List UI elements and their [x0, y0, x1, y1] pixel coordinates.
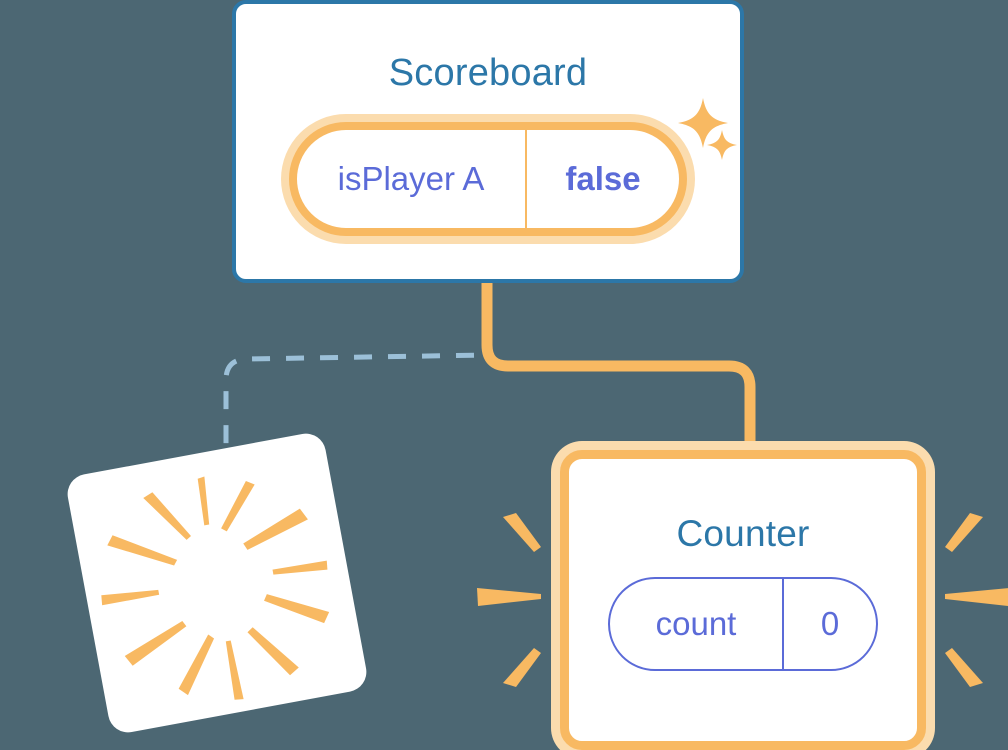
scoreboard-prop-key: isPlayer A	[337, 160, 485, 197]
burst-ray	[225, 640, 244, 700]
scoreboard-title: Scoreboard	[388, 52, 588, 94]
burst-ray	[178, 634, 215, 696]
counter-prop-row: count 0	[569, 555, 917, 671]
pill-divider	[782, 579, 784, 669]
connector-scoreboard-to-ghost-card-dashed	[223, 300, 490, 480]
burst-ray	[503, 513, 541, 552]
scoreboard-prop-pill[interactable]: isPlayer A false	[289, 122, 687, 236]
counter-prop-pill[interactable]: count 0	[608, 577, 878, 671]
counter-prop-key: count	[655, 605, 737, 642]
burst-ray	[945, 588, 1008, 606]
scoreboard-prop-value: false	[565, 160, 641, 197]
scoreboard-prop-row: isPlayer A false	[236, 95, 740, 236]
burst-ray	[272, 560, 328, 575]
burst-ray	[197, 476, 210, 526]
sparkle-large-icon	[678, 98, 728, 148]
counter-right-burst	[945, 513, 1008, 687]
burst-ray	[243, 508, 308, 550]
ghost-card[interactable]	[64, 430, 370, 736]
connector-scoreboard-to-counter-solid	[481, 283, 756, 462]
burst-ray	[221, 481, 255, 532]
burst-ray	[945, 648, 983, 687]
burst-ray	[477, 588, 541, 606]
counter-prop-value: 0	[820, 605, 840, 642]
sparkle-small-icon	[707, 130, 737, 160]
burst-ray	[945, 513, 983, 552]
burst-ray	[107, 535, 178, 566]
burst-ray	[101, 589, 160, 606]
counter-card[interactable]: Counter count 0	[560, 450, 926, 750]
counter-left-burst	[477, 513, 541, 687]
burst-ray	[247, 627, 299, 676]
burst-ray	[503, 648, 541, 687]
pill-divider	[525, 130, 527, 228]
scoreboard-card[interactable]: Scoreboard isPlayer A false	[232, 0, 744, 283]
counter-title: Counter	[676, 513, 810, 554]
burst-ray	[124, 620, 187, 666]
burst-ray	[264, 594, 330, 624]
ghost-card-burst	[101, 476, 330, 700]
burst-ray	[143, 492, 191, 540]
